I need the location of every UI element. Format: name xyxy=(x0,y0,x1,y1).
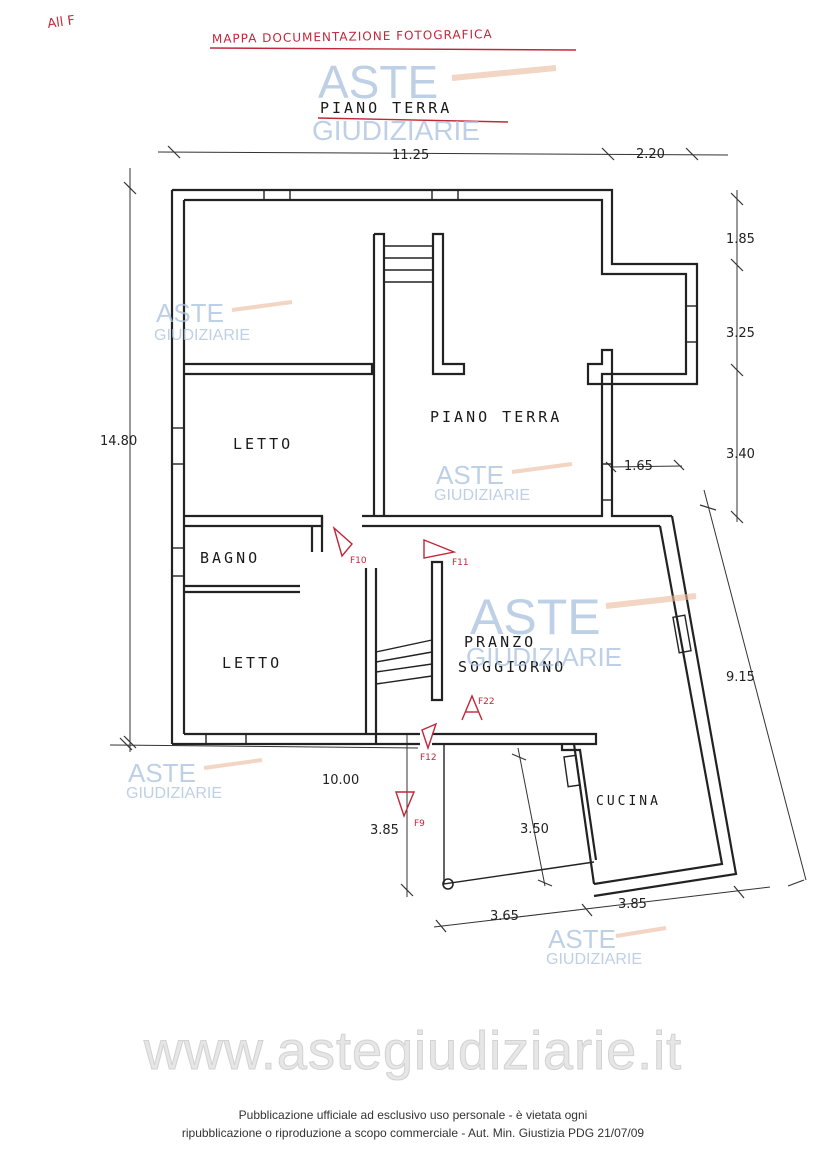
corner-note: All F xyxy=(46,13,76,32)
dim-b-mid: 3.50 xyxy=(520,822,549,837)
watermark-right: ASTE GIUDIZIARIE xyxy=(466,589,697,672)
photo-label-f11: F11 xyxy=(452,558,469,568)
room-label-letto-bottom: LETTO xyxy=(222,654,282,672)
svg-text:ASTE: ASTE xyxy=(436,460,504,490)
dim-r4: 9.15 xyxy=(726,670,755,685)
watermark-top: ASTE GIUDIZIARIE xyxy=(312,56,557,146)
floor-title: PIANO TERRA xyxy=(320,99,452,117)
footer-line-1: Pubblicazione ufficiale ad esclusivo uso… xyxy=(238,1108,588,1122)
photo-points: F10 F11 F12 F9 F22 xyxy=(332,525,495,829)
dim-b-a: 3.65 xyxy=(490,909,519,924)
doc-title: MAPPA DOCUMENTAZIONE FOTOGRAFICA xyxy=(212,27,493,46)
photo-label-f10: F10 xyxy=(350,556,367,566)
svg-text:GIUDIZIARIE: GIUDIZIARIE xyxy=(126,785,222,802)
dim-bottom-width: 10.00 xyxy=(322,773,359,788)
svg-text:ASTE: ASTE xyxy=(156,298,224,328)
dim-r1: 1.85 xyxy=(726,232,755,247)
dim-inner: 1.65 xyxy=(624,459,653,474)
watermark-url: www.astegiudiziarie.it xyxy=(143,1021,683,1082)
floor-title-underline xyxy=(317,117,509,123)
svg-text:ASTE: ASTE xyxy=(318,56,438,108)
room-label-letto-top: LETTO xyxy=(233,435,293,453)
watermark-left: ASTE GIUDIZIARIE xyxy=(154,298,293,344)
watermark-center: ASTE GIUDIZIARIE xyxy=(434,460,573,504)
svg-text:GIUDIZIARIE: GIUDIZIARIE xyxy=(546,951,642,968)
svg-text:GIUDIZIARIE: GIUDIZIARIE xyxy=(434,487,530,504)
window-marks xyxy=(171,189,698,788)
doc-title-underline xyxy=(209,47,577,51)
room-label-cucina: CUCINA xyxy=(596,794,661,809)
dimension-lines xyxy=(109,145,807,933)
room-label-soggiorno: SOGGIORNO xyxy=(458,658,566,676)
dim-r3: 3.40 xyxy=(726,447,755,462)
walls xyxy=(170,188,738,898)
svg-text:GIUDIZIARIE: GIUDIZIARIE xyxy=(312,115,480,146)
dim-top-width: 11.25 xyxy=(392,148,429,163)
photo-label-f12: F12 xyxy=(420,753,437,763)
dim-b-b: 3.85 xyxy=(618,897,647,912)
dim-left-height: 14.80 xyxy=(100,434,137,449)
room-label-bagno: BAGNO xyxy=(200,549,260,567)
svg-text:ASTE: ASTE xyxy=(470,589,601,645)
svg-text:GIUDIZIARIE: GIUDIZIARIE xyxy=(154,327,250,344)
dim-r2: 3.25 xyxy=(726,326,755,341)
svg-text:GIUDIZIARIE: GIUDIZIARIE xyxy=(466,642,622,672)
footer-line-2: ripubblicazione o riproduzione a scopo c… xyxy=(181,1126,645,1140)
dim-b-left: 3.85 xyxy=(370,823,399,838)
room-label-piano-terra: PIANO TERRA xyxy=(430,408,562,426)
svg-text:ASTE: ASTE xyxy=(548,924,616,954)
watermark-bottom-left: ASTE GIUDIZIARIE xyxy=(126,758,263,802)
dim-top-ext: 2.20 xyxy=(636,147,665,162)
watermarks: ASTE GIUDIZIARIE ASTE GIUDIZIARIE ASTE G… xyxy=(126,56,697,968)
photo-label-f9: F9 xyxy=(414,819,425,829)
room-label-pranzo: PRANZO xyxy=(464,633,536,651)
svg-text:ASTE: ASTE xyxy=(128,758,196,788)
watermark-bottom-right: ASTE GIUDIZIARIE xyxy=(546,924,667,968)
photo-label-f22: F22 xyxy=(478,697,495,707)
